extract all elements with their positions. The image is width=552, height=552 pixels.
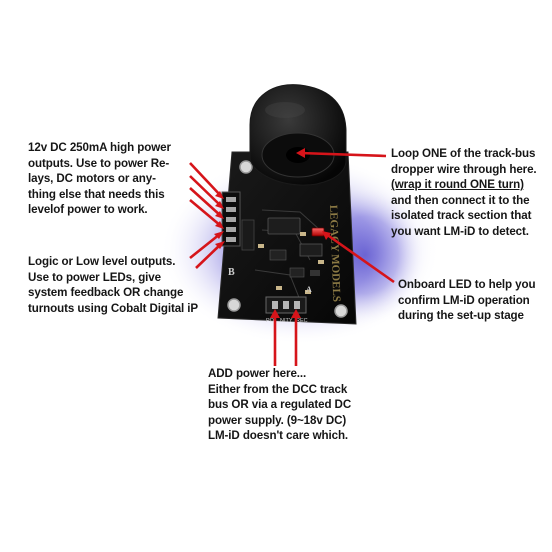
- note-line-underlined: (wrap it round ONE turn): [391, 178, 524, 191]
- mounting-hole: [239, 160, 253, 174]
- note-line: thing else that needs this: [28, 187, 165, 201]
- logic-outputs-note: Logic or Low level outputs. Use to power…: [28, 254, 228, 316]
- connector-label-pol: POL: [266, 318, 277, 324]
- note-line: confirm LM-iD operation: [398, 293, 530, 307]
- note-line: system feedback OR change: [28, 286, 184, 299]
- note-line: lays, DC motors or any-: [28, 172, 156, 185]
- note-line: bus OR via a regulated DC: [208, 398, 352, 411]
- note-line: and then connect it to the: [391, 193, 530, 207]
- board-brand-text: LEGACY MODELS: [327, 205, 342, 302]
- note-line: Either from the DCC track: [208, 382, 348, 396]
- note-line: outputs. Use to power Re-: [28, 156, 170, 170]
- loop-wire-note: Loop ONE of the track-bus dropper wire t…: [391, 146, 552, 239]
- onboard-led-note: Onboard LED to help you confirm LM-iD op…: [398, 277, 550, 324]
- note-line: Loop ONE of the track-bus: [391, 147, 536, 160]
- note-line: power supply. (9~18v DC): [208, 413, 347, 427]
- connector-label-nity: NITY: [280, 318, 293, 324]
- note-line: turnouts using Cobalt Digital iP: [28, 301, 199, 315]
- power-input-note: ADD power here... Either from the DCC tr…: [208, 366, 388, 444]
- onboard-led: [311, 227, 325, 237]
- note-line: Use to power LEDs, give: [28, 270, 161, 284]
- note-line: LM-iD doesn't care which.: [208, 429, 349, 442]
- note-line: isolated track section that: [391, 209, 532, 222]
- note-line: dropper wire through here.: [391, 162, 537, 176]
- board-label-b: B: [228, 267, 235, 278]
- note-line: Onboard LED to help you: [398, 278, 536, 291]
- toroid-sensor: [249, 84, 347, 186]
- mounting-hole: [334, 304, 348, 318]
- note-line: you want LM-iD to detect.: [391, 224, 529, 238]
- note-line: Logic or Low level outputs.: [28, 255, 176, 268]
- annotation-arrows: [189, 148, 395, 366]
- high-power-outputs-note: 12v DC 250mA high power outputs. Use to …: [28, 140, 218, 218]
- note-line: during the set-up stage: [398, 309, 524, 322]
- note-line: levelof power to work.: [28, 203, 148, 216]
- note-line: 12v DC 250mA high power: [28, 141, 171, 154]
- note-line: ADD power here...: [208, 367, 307, 380]
- board-label-a: A: [306, 285, 312, 294]
- mounting-hole: [227, 298, 241, 312]
- connector-label-rec: REC: [296, 318, 308, 324]
